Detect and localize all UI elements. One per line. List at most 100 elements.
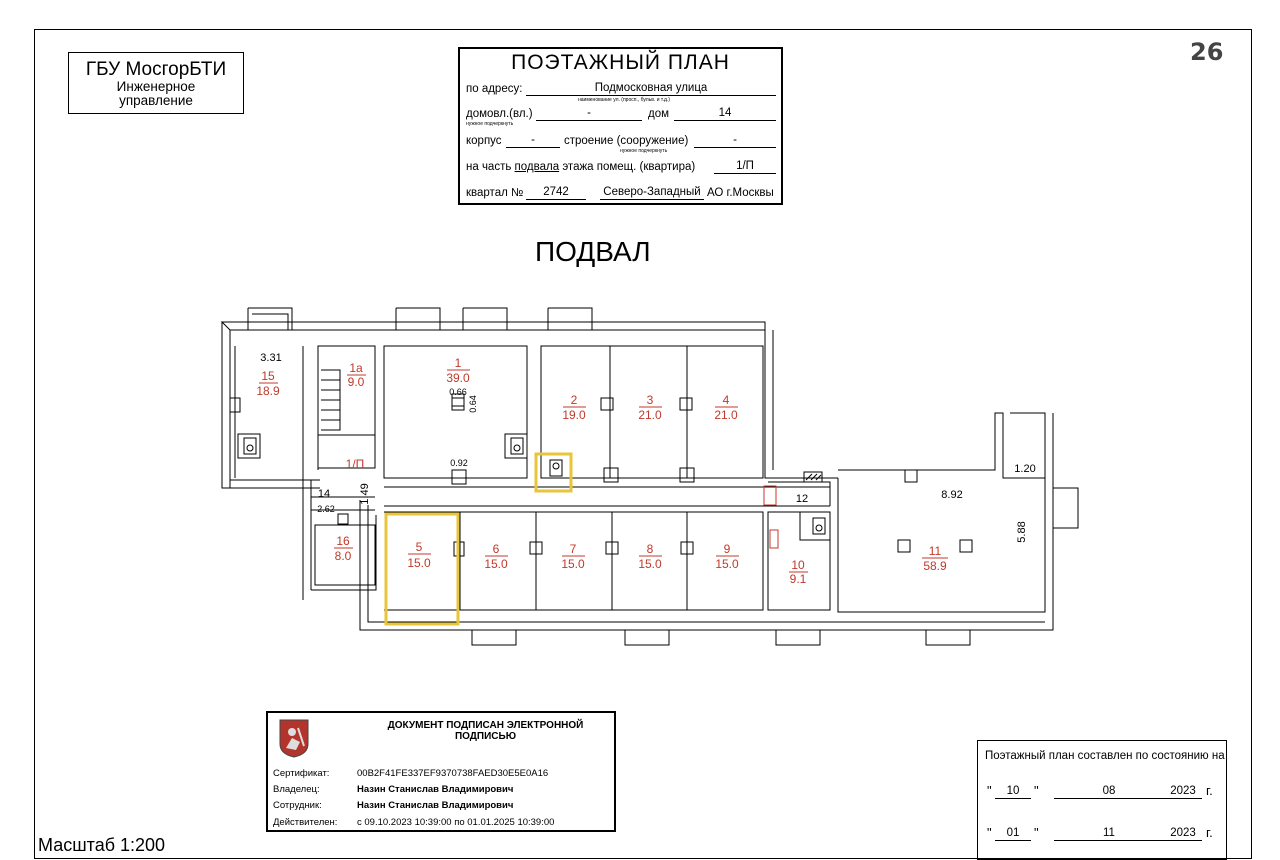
stroenie-label: строение (сооружение) bbox=[564, 135, 689, 147]
apartment-value: 1/П bbox=[714, 160, 776, 174]
dimension-8-92: 8.92 bbox=[941, 489, 962, 501]
korpus-value: - bbox=[506, 134, 560, 148]
electronic-signature-stamp: ДОКУМЕНТ ПОДПИСАН ЭЛЕКТРОННОЙ ПОДПИСЬЮ С… bbox=[266, 711, 616, 832]
room1-walls bbox=[383, 345, 528, 479]
part-prefix: на часть bbox=[466, 161, 512, 173]
page-number: 26 bbox=[1190, 38, 1224, 66]
quote-close: " bbox=[1034, 783, 1039, 798]
room-number: 3 bbox=[647, 393, 654, 407]
dimension-3-31: 3.31 bbox=[260, 352, 281, 364]
window-pit-11 bbox=[925, 630, 971, 646]
room-number: 7 bbox=[570, 542, 577, 556]
state1-suffix: г. bbox=[1206, 783, 1213, 798]
room-area: 39.0 bbox=[446, 371, 470, 385]
middle-wall bbox=[764, 322, 838, 479]
organization-stamp: ГБУ МосгорБТИ Инженерное управление bbox=[68, 52, 244, 114]
room16-inner bbox=[314, 524, 376, 586]
room-area: 15.0 bbox=[484, 557, 508, 571]
room-area: 8.0 bbox=[335, 549, 352, 563]
rooms-2-4-walls bbox=[540, 345, 764, 479]
valid-label: Действителен: bbox=[273, 817, 338, 828]
dimension-0-64: 0.64 bbox=[468, 395, 478, 413]
organization-subtitle-1: Инженерное bbox=[116, 79, 196, 94]
kvartal-label: квартал № bbox=[466, 187, 524, 199]
dom-label: дом bbox=[648, 108, 670, 120]
room-number: 15 bbox=[261, 369, 275, 383]
window-pit-15 bbox=[247, 307, 293, 330]
floor-title: ПОДВАЛ bbox=[535, 236, 651, 267]
room-number: 1а bbox=[349, 361, 363, 375]
employee-value: Назин Станислав Владимирович bbox=[357, 800, 514, 811]
stroenie-value: - bbox=[694, 134, 776, 148]
korpus-label: корпус bbox=[466, 135, 502, 147]
room-number: 16 bbox=[336, 534, 350, 548]
room16-wall bbox=[311, 515, 377, 591]
left-wall bbox=[221, 322, 231, 489]
state1-day: 10 bbox=[995, 784, 1031, 799]
wc-1 bbox=[504, 433, 528, 459]
room11-walls bbox=[837, 478, 1046, 613]
vent-shaft bbox=[803, 471, 823, 483]
lower-left-wall bbox=[230, 479, 320, 489]
state2-year: 2023 bbox=[1164, 826, 1202, 841]
state1-year: 2023 bbox=[1164, 784, 1202, 799]
room-area: 15.0 bbox=[561, 557, 585, 571]
address-value: Подмосковная улица bbox=[526, 82, 776, 96]
top-wall bbox=[220, 321, 766, 331]
owner-label: Владелец: bbox=[273, 784, 320, 795]
room-area: 18.9 bbox=[256, 384, 280, 398]
part-value: подвала bbox=[514, 161, 560, 173]
wc-10 bbox=[799, 511, 831, 541]
okrug-suffix: АО г.Москвы bbox=[707, 187, 774, 199]
room-number: 6 bbox=[493, 542, 500, 556]
room-number: 5 bbox=[416, 540, 423, 554]
staircase bbox=[321, 369, 341, 431]
corridor-walls bbox=[384, 486, 830, 507]
room-number: 4 bbox=[723, 393, 730, 407]
bottom-wall bbox=[359, 500, 1054, 631]
certificate-label: Сертификат: bbox=[273, 768, 330, 779]
corridor-label: 1/П bbox=[346, 457, 365, 471]
quote-open: " bbox=[987, 783, 992, 798]
room-area: 15.0 bbox=[638, 557, 662, 571]
room-number: 1 bbox=[455, 356, 462, 370]
organization-subtitle-2: управление bbox=[119, 93, 193, 108]
column-room1 bbox=[451, 393, 465, 407]
room-number: 11 bbox=[929, 544, 942, 558]
selected-room-5-highlight bbox=[384, 512, 460, 626]
rooms-5-9-walls bbox=[384, 511, 764, 611]
signature-title-line2: ПОДПИСЬЮ bbox=[454, 731, 517, 742]
domovl-hint: нужное подчеркнуть bbox=[466, 121, 514, 127]
window-pit-1b bbox=[462, 307, 508, 330]
room10-door-red bbox=[769, 529, 779, 549]
room-number: 10 bbox=[791, 558, 805, 572]
window-pit-1a bbox=[395, 307, 441, 330]
part-of-floor-line: на часть подвала этажа помещ. (квартира) bbox=[466, 161, 695, 173]
okrug-value: Северо-Западный bbox=[600, 186, 704, 200]
scale-label: Масштаб 1:200 bbox=[38, 835, 166, 855]
domovl-label: домовл.(вл.) bbox=[466, 108, 533, 120]
dimension-2-62: 2.62 bbox=[317, 504, 335, 514]
stroenie-hint: нужное подчеркнуть bbox=[620, 148, 668, 154]
rooms-2-4-dividers bbox=[609, 346, 688, 478]
dom-value: 14 bbox=[674, 107, 776, 121]
bottom-wall-inner bbox=[367, 505, 1045, 623]
state2-day: 01 bbox=[995, 826, 1031, 841]
moscow-coat-of-arms-icon bbox=[279, 719, 309, 758]
quote-close: " bbox=[1034, 825, 1039, 840]
sanitary-fixtures bbox=[243, 437, 826, 535]
right-wall bbox=[1010, 412, 1054, 622]
room-area: 9.0 bbox=[348, 375, 365, 389]
dimensions: 3.31 0.66 0.64 0.92 1.49 2.62 8.92 1.20 … bbox=[260, 352, 1035, 543]
room-area: 9.1 bbox=[790, 572, 807, 586]
room14-label: 14 bbox=[318, 488, 330, 500]
valid-value: с 09.10.2023 10:39:00 по 01.01.2025 10:3… bbox=[357, 817, 555, 828]
room11-top-wall bbox=[838, 412, 1045, 479]
owner-value: Назин Станислав Владимирович bbox=[357, 784, 514, 795]
quote-open: " bbox=[987, 825, 992, 840]
certificate-value: 00B2F41FE337EF9370738FAED30E5E0A16 bbox=[357, 768, 549, 779]
part-suffix: этажа помещ. (квартира) bbox=[562, 161, 696, 173]
dimension-1-49: 1.49 bbox=[359, 483, 371, 504]
state1-month: 08 bbox=[1054, 784, 1164, 799]
